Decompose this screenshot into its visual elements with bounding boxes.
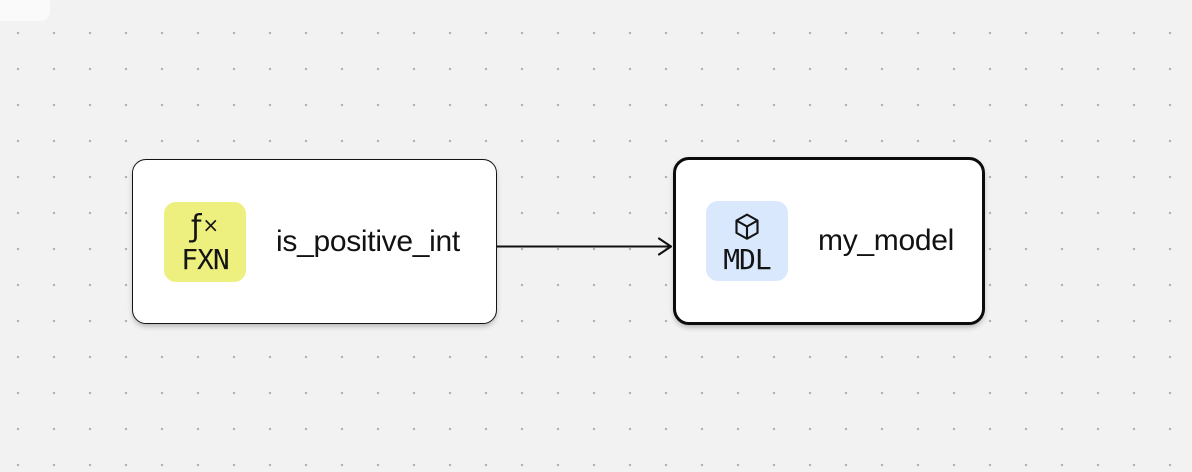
model-badge: MDL <box>706 201 788 281</box>
node-is_positive_int[interactable]: ƒ× FXN is_positive_int <box>132 159 497 324</box>
arrowhead-icon <box>657 237 673 256</box>
badge-tag-fxn: FXN <box>181 243 230 276</box>
cube-icon <box>735 213 759 240</box>
fx-icon: ƒ× <box>191 209 219 243</box>
node-label-my_model: my_model <box>818 224 954 257</box>
function-badge: ƒ× FXN <box>164 201 246 282</box>
node-my_model[interactable]: MDL my_model <box>673 157 985 325</box>
fx-glyph-x: × <box>202 213 220 237</box>
fx-glyph-f: ƒ <box>190 209 202 244</box>
badge-tag-mdl: MDL <box>723 242 772 276</box>
node-label-is_positive_int: is_positive_int <box>276 224 460 258</box>
panel-corner <box>0 0 50 21</box>
